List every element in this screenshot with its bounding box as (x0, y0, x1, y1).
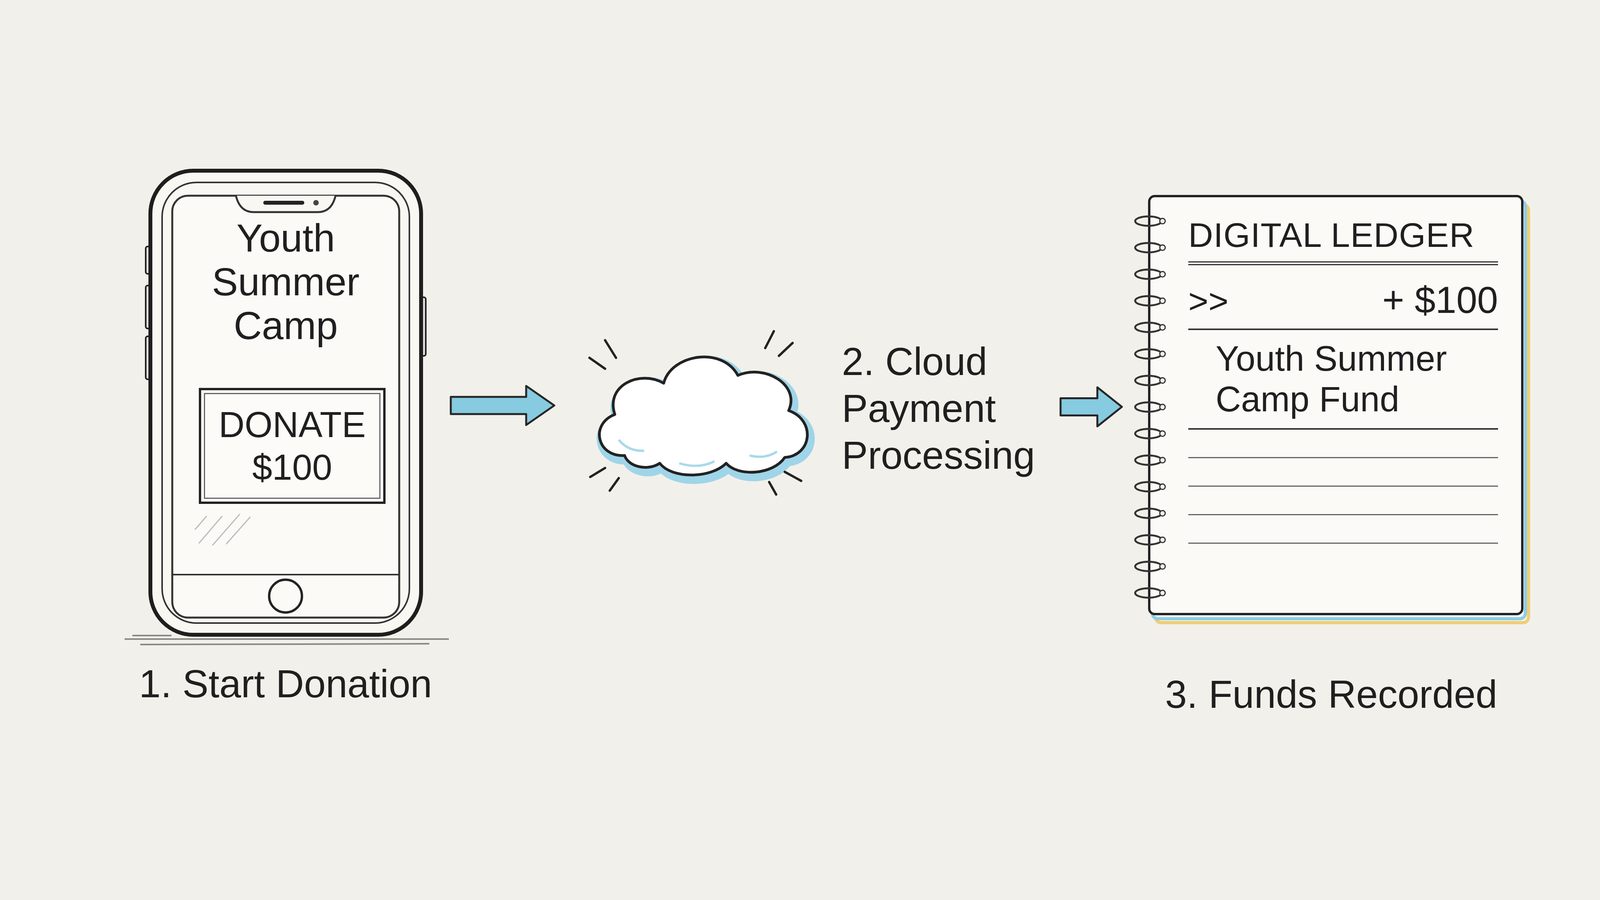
ledger-rule (1188, 458, 1499, 487)
spiral-ring (1135, 216, 1162, 226)
spiral-ring (1135, 508, 1162, 518)
flow-arrow (1060, 387, 1122, 427)
ledger-page (1149, 196, 1523, 615)
ledger-node: DIGITAL LEDGER >> + $100Youth Summer Camp … (1137, 193, 1526, 618)
spiral-ring (1135, 428, 1162, 439)
punch-hole (1159, 537, 1166, 543)
step-caption: 3. Funds Recorded (1165, 671, 1498, 717)
punch-hole (1159, 457, 1166, 463)
phone-body (150, 170, 422, 635)
spiral-ring (1135, 349, 1162, 359)
punch-hole (1159, 510, 1166, 517)
entry-marker: >> (1188, 281, 1229, 322)
motion-rays (589, 331, 802, 495)
punch-hole (1159, 404, 1166, 410)
punch-hole (1159, 590, 1166, 596)
punch-hole (1159, 377, 1166, 384)
spiral-ring (1135, 242, 1162, 253)
spiral-ring (1135, 296, 1162, 306)
entry-amount: + $100 (1382, 278, 1499, 322)
phone-speaker (265, 200, 303, 205)
spiral-ring (1135, 561, 1162, 572)
screen-glare (194, 514, 251, 546)
cloud-drawing (589, 331, 810, 495)
spiral-ring (1135, 269, 1162, 279)
step-caption: 2. Cloud Payment Processing (841, 337, 1045, 479)
flow-arrow (450, 385, 555, 425)
phone-notch (235, 195, 336, 213)
punch-hole (1159, 244, 1166, 251)
step-caption: 1. Start Donation (139, 661, 433, 707)
button-label: DONATE $100 (208, 403, 376, 489)
phone-screen (172, 195, 400, 618)
cloud-inner-shade (618, 439, 777, 466)
ledger-row: >> + $100 (1188, 265, 1499, 331)
donate-button: DONATE $100 (198, 387, 386, 504)
spiral-ring (1135, 322, 1162, 333)
phone-screen-node: DONATE $100Youth Summer Camp1. Start Don… (148, 168, 424, 638)
spiral-ring (1135, 535, 1162, 545)
spiral-ring (1135, 402, 1162, 412)
punch-hole (1159, 218, 1166, 224)
punch-hole (1159, 324, 1166, 331)
punch-hole (1159, 430, 1166, 437)
ground-shadow (124, 635, 449, 645)
ledger-rule (1188, 429, 1499, 459)
punch-hole (1159, 298, 1166, 304)
spiral-ring (1135, 482, 1162, 492)
punch-hole (1159, 563, 1166, 570)
ledger-heading: DIGITAL LEDGER (1188, 215, 1499, 266)
ledger-rule (1188, 486, 1499, 516)
spiral-ring (1135, 588, 1162, 598)
app-heading: Youth Summer Camp (183, 216, 389, 348)
punch-hole (1159, 351, 1166, 357)
phone-bezel (162, 182, 410, 624)
phone-camera (313, 200, 319, 206)
ledger-drawing (1135, 196, 1529, 623)
cloud-shape (599, 357, 808, 475)
spiral-ring (1135, 375, 1162, 386)
punch-hole (1159, 483, 1166, 490)
spiral-ring (1135, 455, 1162, 465)
screen-divider (172, 573, 400, 576)
ledger-rule (1188, 515, 1499, 544)
phone-drawing (124, 170, 449, 645)
spiral-binding (1135, 216, 1166, 598)
home-button (269, 579, 302, 613)
punch-hole (1159, 271, 1166, 277)
entry-account: Youth Summer Camp Fund (1215, 338, 1466, 420)
cloud-node: 2. Cloud Payment Processing (581, 326, 1045, 490)
ledger-row: Youth Summer Camp Fund (1188, 330, 1499, 430)
